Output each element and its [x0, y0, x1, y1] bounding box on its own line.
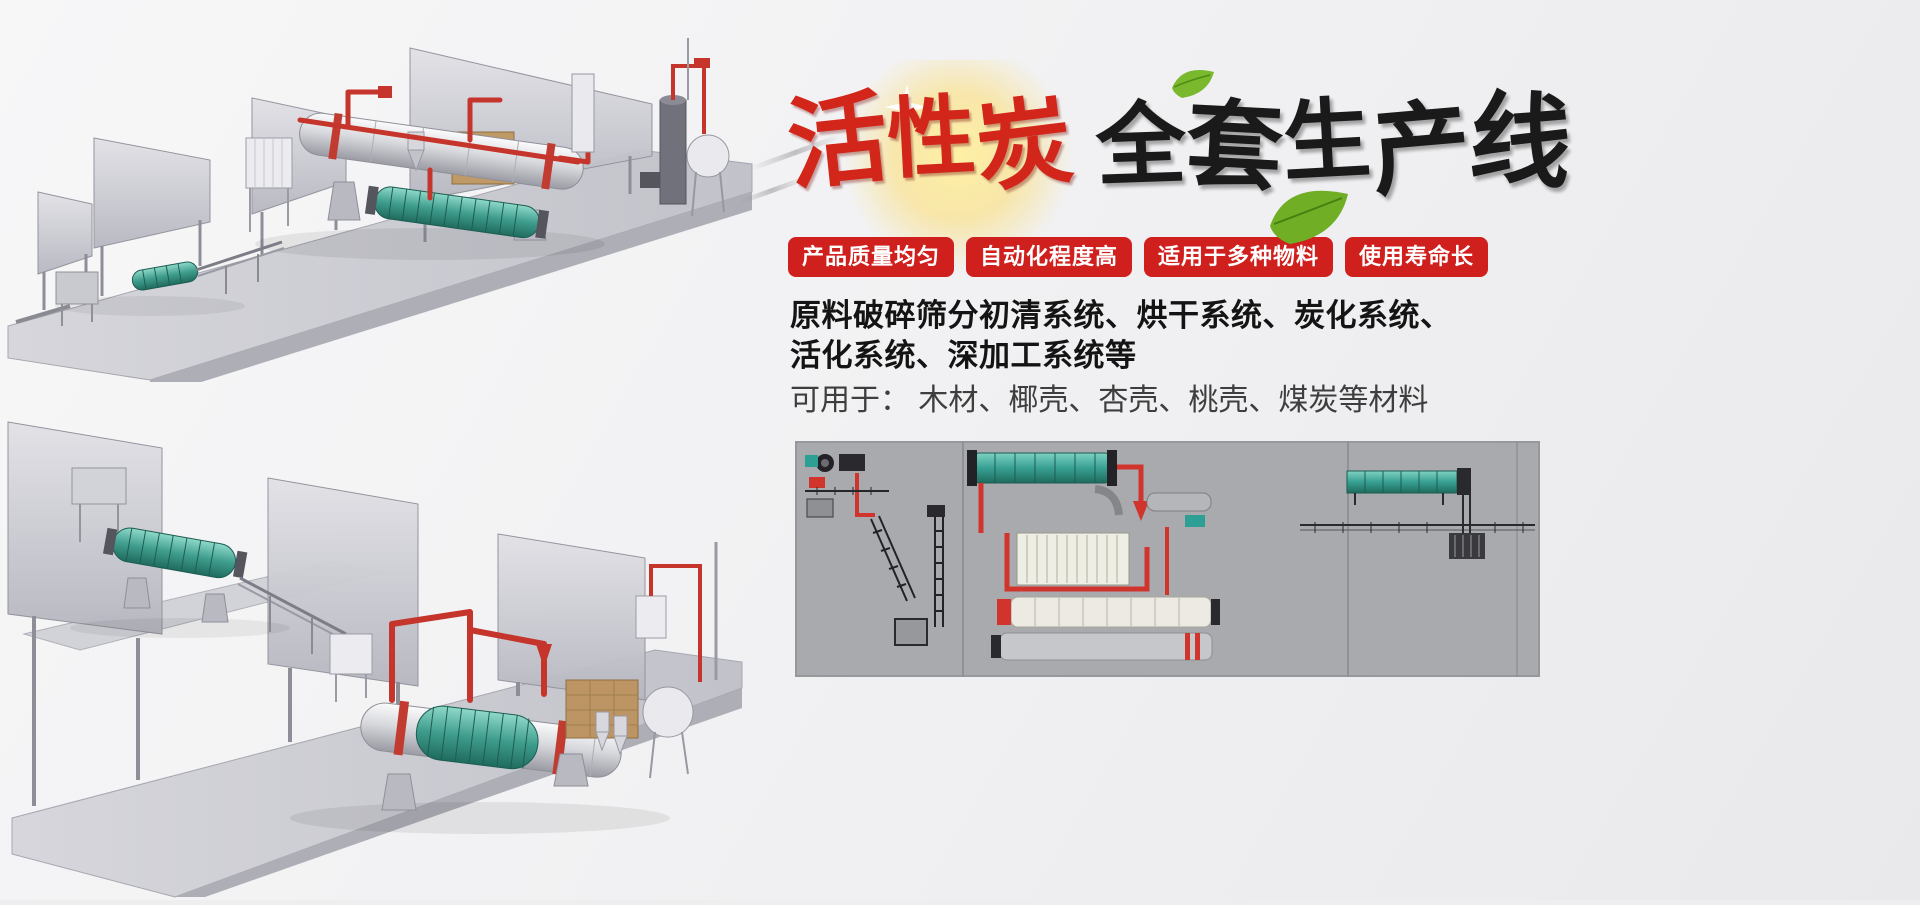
- materials-line: 可用于： 木材、椰壳、杏壳、桃壳、煤炭等材料: [790, 384, 1429, 417]
- title-char: 全: [1094, 95, 1188, 198]
- description-block: 原料破碎筛分初清系统、烘干系统、炭化系统、 活化系统、深加工系统等 可用于： 木…: [790, 296, 1452, 421]
- carbonizer-cylinder-plan: [999, 632, 1213, 661]
- title-char: 活: [782, 82, 894, 203]
- panel-legs: [32, 616, 520, 806]
- white-tower-column: [571, 73, 595, 153]
- plan-right-equipment: [1300, 468, 1535, 559]
- plan-view-diagram: [795, 441, 1540, 677]
- title-char: 性: [885, 88, 979, 191]
- activation-drum: [360, 700, 622, 778]
- cyclone-group: [595, 711, 628, 756]
- production-line-3d-render-top: [0, 4, 760, 398]
- feature-badges: 产品质量均匀 自动化程度高 适用于多种物料 使用寿命长: [788, 237, 1489, 278]
- vertical-elevator: [934, 517, 944, 627]
- feature-badge: 使用寿命长: [1345, 237, 1489, 278]
- title-char: 线: [1466, 82, 1575, 202]
- wall-panels: [7, 421, 646, 701]
- main-title: 活性炭全套生产线: [737, 60, 1588, 275]
- incline-conveyor: [237, 576, 347, 654]
- title-char: 炭: [970, 86, 1079, 205]
- systems-line-1: 原料破碎筛分初清系统、烘干系统、炭化系统、: [790, 298, 1452, 333]
- systems-line-2: 活化系统、深加工系统等: [790, 338, 1137, 373]
- feature-badge: 适用于多种物料: [1144, 237, 1334, 278]
- plan-left-equipment: [805, 454, 945, 646]
- info-column: 活性炭全套生产线 产品质量均匀 自动化程度高 适用于多种物料 使用寿命长 原料破…: [737, 0, 1920, 900]
- leaf-icon: [1270, 190, 1348, 244]
- right-tower: [635, 542, 718, 779]
- feature-badge: 自动化程度高: [966, 237, 1133, 278]
- dust-collector: [245, 137, 293, 232]
- carbonization-drum: [364, 185, 550, 239]
- feature-badge: 产品质量均匀: [788, 237, 955, 278]
- feed-hopper: [71, 467, 127, 542]
- sparkle-icon: [884, 84, 930, 130]
- leaf-icon: [1172, 70, 1214, 98]
- plan-center-equipment: [967, 450, 1220, 661]
- furnace-tower: [640, 38, 730, 217]
- render-bottom-illustration: [7, 421, 743, 898]
- radiator-block: [1016, 532, 1130, 586]
- production-line-3d-render-bottom: [0, 382, 750, 900]
- mid-hopper: [329, 633, 373, 702]
- title-char: 产: [1367, 91, 1476, 210]
- render-top-illustration: [7, 38, 753, 398]
- diagonal-elevator: [870, 515, 916, 602]
- title-char: 套: [1183, 91, 1286, 204]
- screening-drum: [102, 527, 248, 579]
- red-piping: [297, 89, 591, 201]
- dryer-cylinder-plan: [1010, 596, 1212, 628]
- feed-conveyor-line: [15, 240, 285, 326]
- title-char: 生: [1280, 91, 1374, 194]
- plan-view-illustration: [795, 441, 1540, 677]
